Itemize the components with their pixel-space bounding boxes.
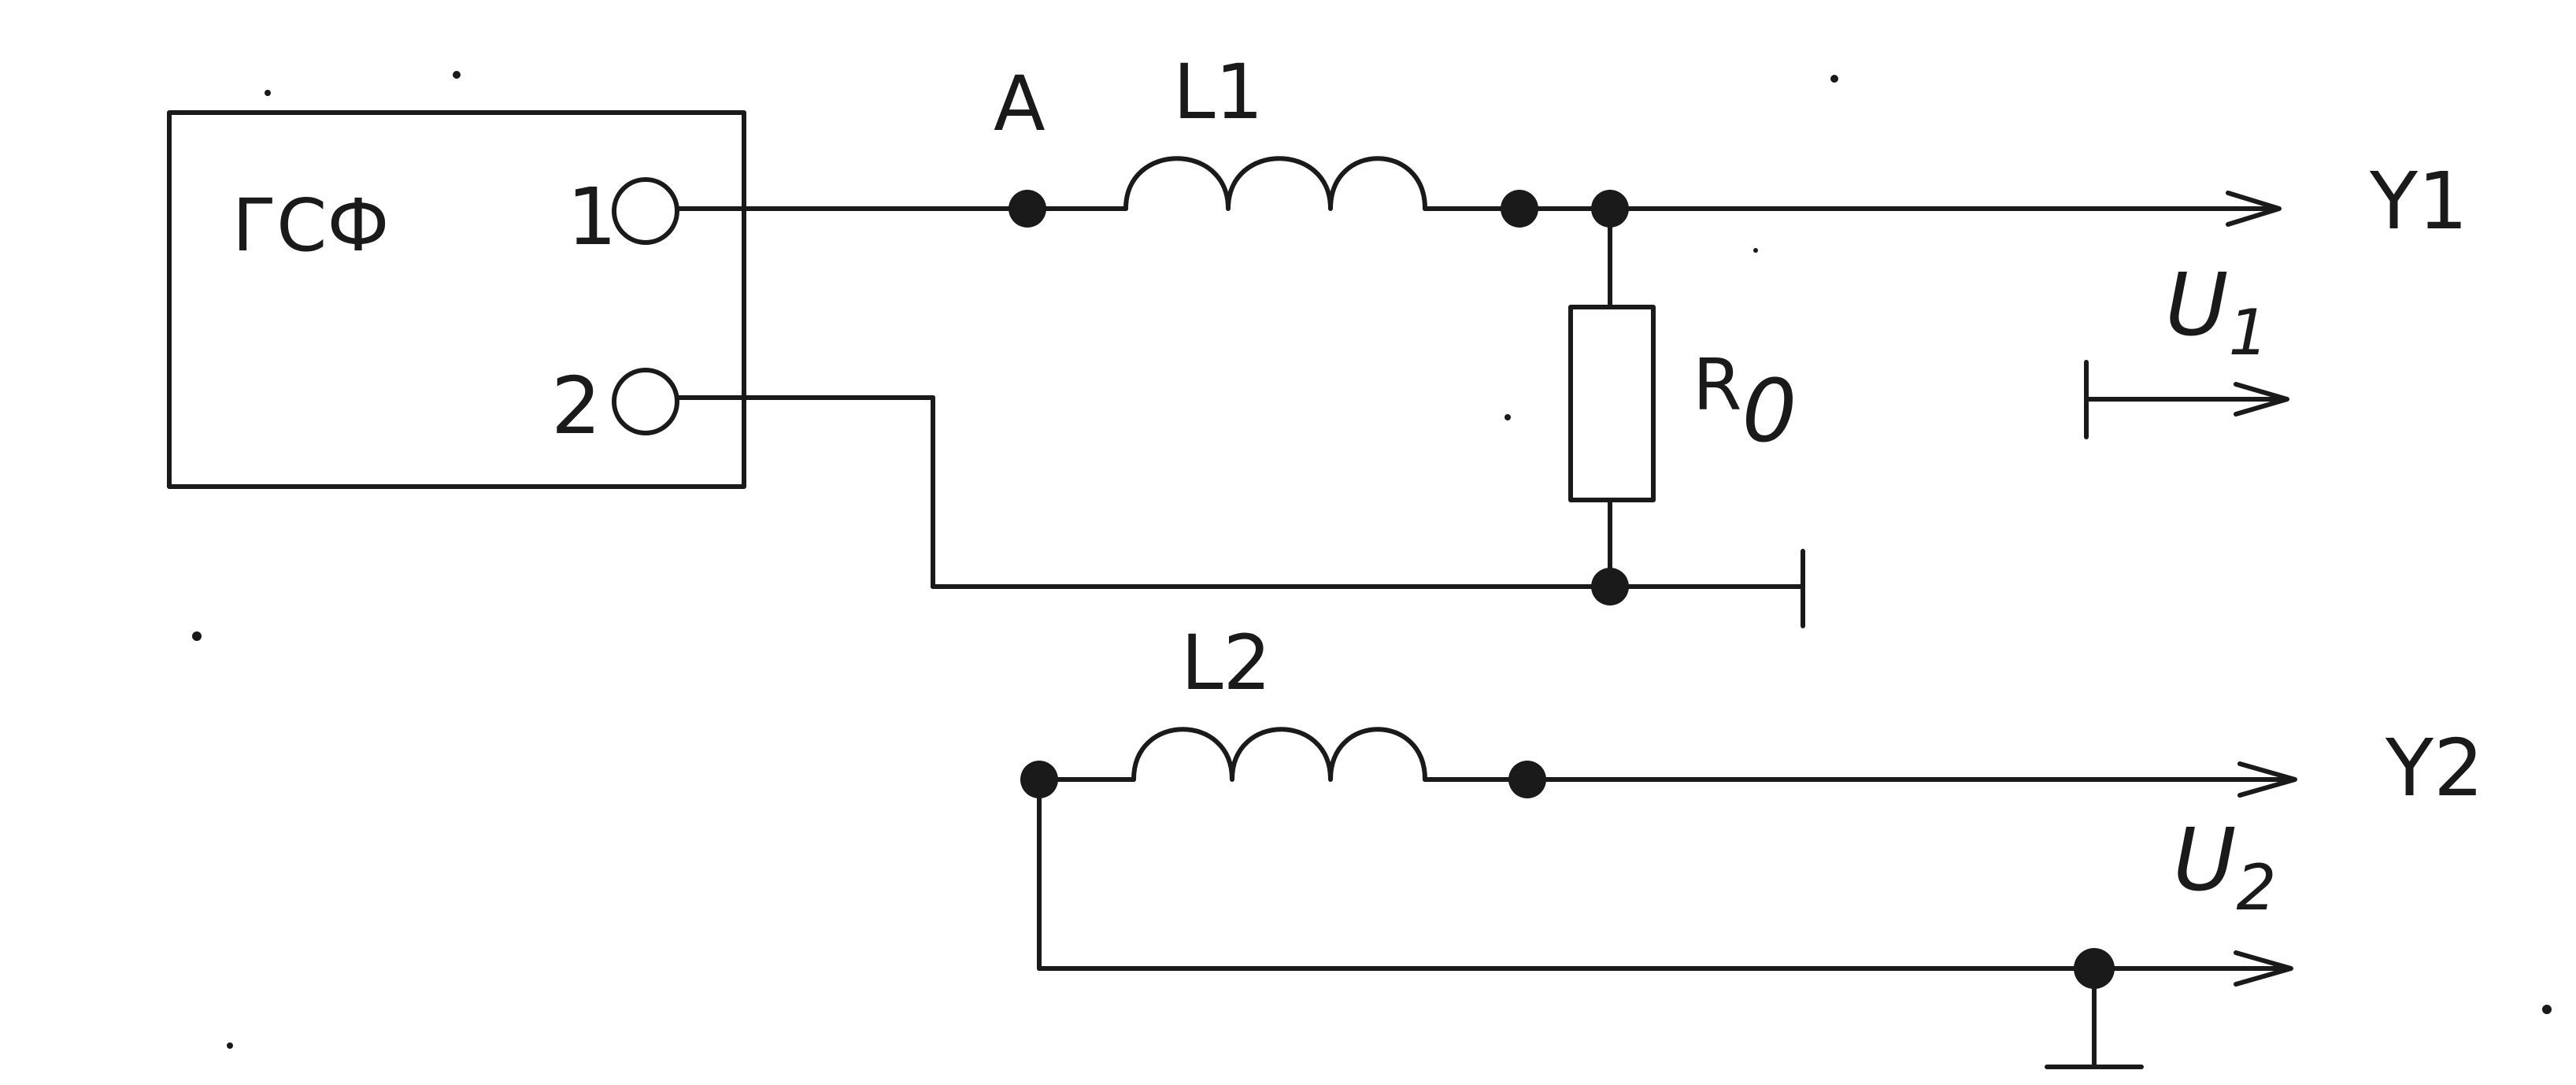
inductor-l2 xyxy=(1131,727,1427,782)
u2-label: U2 xyxy=(2173,809,2276,924)
node-a-label: A xyxy=(994,60,1046,148)
scan-speck xyxy=(1505,414,1511,420)
scan-speck xyxy=(2542,1005,2552,1014)
port-1-label: 1 xyxy=(567,171,617,263)
output-y2-label: Y2 xyxy=(2385,722,2484,814)
generator-label: ГСФ xyxy=(232,183,390,268)
scan-speck xyxy=(1830,75,1838,83)
resistor-r0 xyxy=(1568,305,1656,502)
u1-arrow-head xyxy=(2234,382,2289,417)
r0-main: R xyxy=(1693,344,1742,427)
r0-sub: 0 xyxy=(1742,361,1797,461)
inductor-l2-label: L2 xyxy=(1181,619,1271,707)
scan-speck xyxy=(1753,248,1758,253)
output-y1-label: Y1 xyxy=(2369,155,2468,247)
arrow-u2-bottom xyxy=(2234,950,2293,987)
u1-main: U xyxy=(2165,254,2229,355)
arrow-y1 xyxy=(2226,191,2282,227)
scan-speck xyxy=(453,71,461,79)
resistor-r0-label: R0 xyxy=(1693,344,1797,461)
node-l1-end xyxy=(1501,190,1538,228)
port-2-label: 2 xyxy=(551,360,601,452)
u1-label: U1 xyxy=(2165,254,2268,369)
scan-speck xyxy=(192,631,202,641)
inductor-l1-label: L1 xyxy=(1173,48,1264,136)
node-ground-1 xyxy=(1591,568,1629,605)
u1-sub: 1 xyxy=(2229,296,2269,369)
generator-block xyxy=(167,110,746,489)
arrow-y2 xyxy=(2237,761,2297,798)
scan-speck xyxy=(227,1042,233,1049)
u2-main: U xyxy=(2173,809,2237,910)
scan-speck xyxy=(265,90,271,96)
u2-sub: 2 xyxy=(2237,851,2277,924)
inductor-l1 xyxy=(1123,156,1427,211)
port-2-terminal xyxy=(612,368,679,435)
port-1-terminal xyxy=(612,177,679,245)
